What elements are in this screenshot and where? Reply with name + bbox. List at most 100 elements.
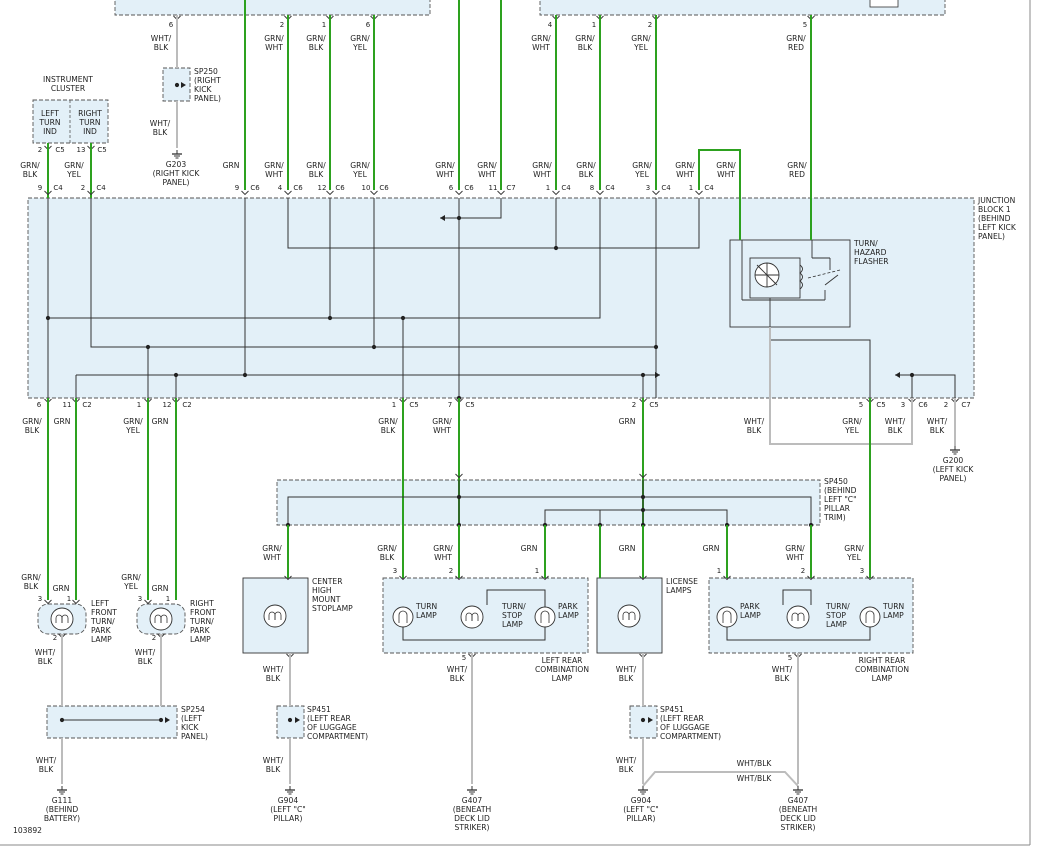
pin-number: 5: [859, 401, 863, 409]
wire-color-label: WHT/BLK: [744, 417, 765, 435]
wire-color-label: GRN/BLK: [378, 417, 398, 435]
connector-chevron: [552, 190, 560, 196]
wire-wht-blk: [769, 327, 913, 445]
arrow-marker: [295, 717, 300, 723]
connector-chevron: [284, 190, 292, 196]
splice-dot: [287, 717, 293, 723]
connector-id: C6: [464, 184, 474, 192]
wire-color-label: WHT/BLK: [616, 665, 637, 683]
wire-color-label: GRN/YEL: [64, 161, 84, 179]
connector-id: C6: [293, 184, 303, 192]
lamp-filament: [540, 610, 550, 623]
wire-color-label: GRN/WHT: [532, 161, 552, 179]
pin-number: 1: [717, 567, 721, 575]
wire-color-label: GRN/YEL: [123, 417, 143, 435]
wire-color-label: GRN: [223, 161, 240, 170]
connector-id: C2: [182, 401, 191, 409]
splice-dot: [174, 82, 180, 88]
connector-id: C6: [918, 401, 928, 409]
splice-dot: [400, 315, 406, 321]
pin-number: 10: [362, 184, 371, 192]
connector-id: C6: [379, 184, 389, 192]
wire-color-label: WHT/BLK: [150, 119, 171, 137]
connector-chevron: [144, 599, 152, 605]
arrow-marker: [895, 372, 900, 378]
connector-chevron: [866, 575, 874, 581]
wire-color-label: WHT/BLK: [885, 417, 906, 435]
connector-chevron: [807, 575, 815, 581]
pin-number: 4: [548, 21, 553, 29]
connector-id: C4: [561, 184, 571, 192]
splice-dot: [640, 717, 646, 723]
wire-color-label: GRN/WHT: [264, 34, 284, 52]
wire-color-label: GRN/BLK: [306, 34, 326, 52]
pin-number: 3: [38, 595, 42, 603]
pin-number: 6: [449, 184, 454, 192]
pin-number: 3: [646, 184, 650, 192]
wire-color-label: GRN/WHT: [477, 161, 497, 179]
splice-dot: [553, 245, 559, 251]
lamp-filament: [865, 610, 875, 623]
pin-number: 9: [235, 184, 239, 192]
wire-color-label: GRN: [619, 544, 636, 553]
pin-number: 1: [689, 184, 693, 192]
connector-chevron: [695, 190, 703, 196]
pin-number: 2: [152, 634, 156, 642]
pin-number: 2: [449, 567, 453, 575]
wire-color-label: GRN: [619, 417, 636, 426]
splice-dot: [59, 717, 65, 723]
wire-color-label: GRN: [53, 584, 70, 593]
wire-color-label: GRN/YEL: [350, 34, 370, 52]
arrow-marker: [440, 215, 445, 221]
internal-circuit: [287, 198, 700, 249]
wire-color-label: WHT/BLK: [135, 648, 156, 666]
wire-color-label: GRN: [521, 544, 538, 553]
wire-color-label: WHT/BLK: [35, 648, 56, 666]
internal-circuit: [48, 198, 601, 319]
splice-dot: [173, 372, 179, 378]
connector-id: C4: [661, 184, 671, 192]
internal-circuit: [544, 509, 728, 525]
connector-id: C7: [961, 401, 970, 409]
pin-number: 2: [632, 401, 636, 409]
wire-color-label: WHT/BLK: [737, 774, 773, 783]
connector-id: C7: [506, 184, 515, 192]
wire-color-label: GRN/WHT: [262, 544, 282, 562]
labels-layer: 6WHT/BLK2GRN/WHT1GRN/BLK6GRN/YEL4GRN/WHT…: [13, 21, 1017, 835]
wire-color-label: GRN/WHT: [716, 161, 736, 179]
internal-circuit: [287, 496, 812, 525]
arrow-marker: [655, 372, 660, 378]
splice-dot: [640, 494, 646, 500]
pin-number: 1: [535, 567, 539, 575]
pin-number: 2: [81, 184, 85, 192]
wire-color-label: GRN/BLK: [377, 544, 397, 562]
internal-circuit: [782, 589, 812, 605]
connector-chevron: [723, 575, 731, 581]
connector-chevron: [455, 575, 463, 581]
connector-chevron: [44, 599, 52, 605]
connector-id: C6: [335, 184, 345, 192]
lamp-filament: [398, 610, 408, 623]
wire-color-label: WHT/BLK: [36, 756, 57, 774]
lamp-filament: [274, 611, 282, 620]
wire-color-label: WHT/BLK: [263, 756, 284, 774]
wire-color-label: GRN/YEL: [842, 417, 862, 435]
turn-hazard-flasher: [729, 239, 851, 328]
pin-number: 2: [53, 634, 57, 642]
ground-g904-right-label: G904(LEFT "C"PILLAR): [623, 796, 659, 823]
wire-color-label: GRN/BLK: [575, 34, 595, 52]
wire-color-label: GRN/BLK: [21, 573, 41, 591]
connector-chevron: [44, 190, 52, 196]
